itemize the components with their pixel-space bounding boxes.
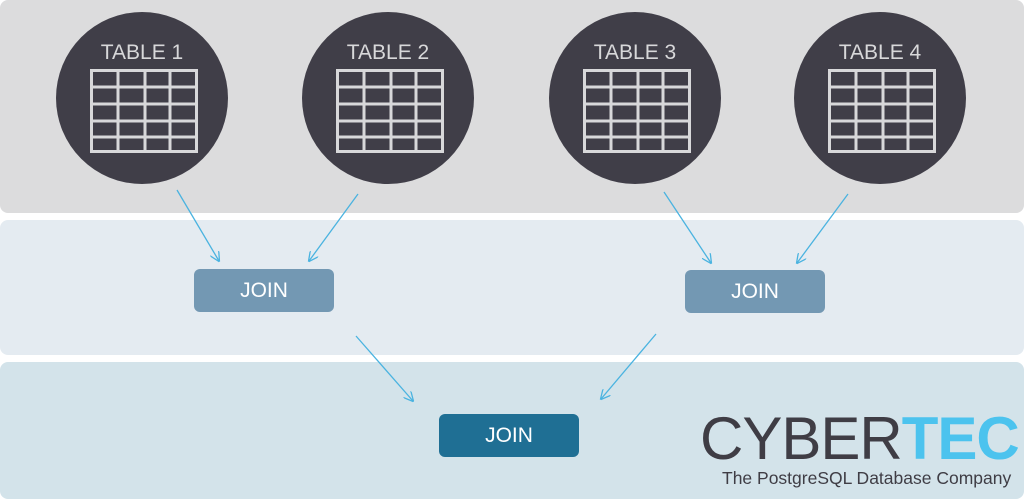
cybertec-logo: CYBERTEC The PostgreSQL Database Company	[700, 405, 1020, 489]
table-icon	[336, 69, 444, 153]
arrow-table1-join	[176, 189, 219, 261]
logo-name-part1: CYBER	[700, 405, 903, 472]
arrow-join-final-right	[601, 333, 657, 399]
arrow-join-final-left	[355, 335, 413, 401]
table-label: TABLE 1	[100, 41, 184, 64]
table-3-node: TABLE 3	[549, 12, 721, 184]
table-2-node: TABLE 2	[302, 12, 474, 184]
table-label: TABLE 2	[346, 41, 430, 64]
arrow-table3-join	[663, 191, 711, 263]
table-1-node: TABLE 1	[56, 12, 228, 184]
join-final: JOIN	[439, 414, 579, 457]
join-layer	[0, 220, 1024, 355]
table-4-node: TABLE 4	[794, 12, 966, 184]
arrow-table2-join	[309, 193, 359, 261]
table-label: TABLE 3	[593, 41, 677, 64]
table-label: TABLE 4	[838, 41, 922, 64]
join-left: JOIN	[194, 269, 334, 312]
table-icon	[90, 69, 198, 153]
table-icon	[583, 69, 691, 153]
logo-name-part2: TEC	[901, 405, 1020, 472]
logo-tagline: The PostgreSQL Database Company	[722, 468, 1012, 488]
join-right: JOIN	[685, 270, 825, 313]
arrow-table4-join	[797, 193, 849, 263]
table-icon	[828, 69, 936, 153]
